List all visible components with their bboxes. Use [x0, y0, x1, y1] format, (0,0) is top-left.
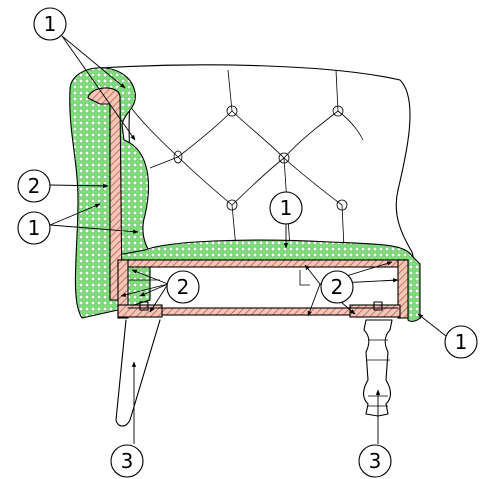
callout-1-left: 1: [17, 211, 51, 245]
bolts: [139, 301, 383, 311]
svg-text:3: 3: [369, 449, 382, 473]
svg-text:1: 1: [44, 12, 57, 36]
svg-text:2: 2: [177, 275, 190, 299]
callout-2-left: 2: [17, 169, 51, 203]
back-leg: [362, 319, 393, 417]
callout-3-front-leg: 3: [110, 444, 144, 478]
svg-text:1: 1: [455, 330, 468, 354]
svg-text:2: 2: [28, 174, 41, 198]
callout-1-top: 1: [33, 7, 67, 41]
front-leg: [115, 319, 161, 427]
backrest: [99, 64, 415, 261]
svg-text:3: 3: [121, 449, 134, 473]
svg-text:2: 2: [331, 275, 344, 299]
callout-2-front: 2: [166, 270, 200, 304]
tufting-pattern: [129, 69, 364, 249]
callout-2-back: 2: [320, 270, 354, 304]
svg-text:1: 1: [280, 196, 293, 220]
callout-1-seat: 1: [269, 191, 303, 225]
back-frame: [87, 87, 123, 301]
callout-1-bottom-right: 1: [444, 325, 478, 359]
seat-frame: [117, 259, 409, 319]
svg-text:1: 1: [28, 216, 41, 240]
callout-3-back-leg: 3: [358, 444, 392, 478]
